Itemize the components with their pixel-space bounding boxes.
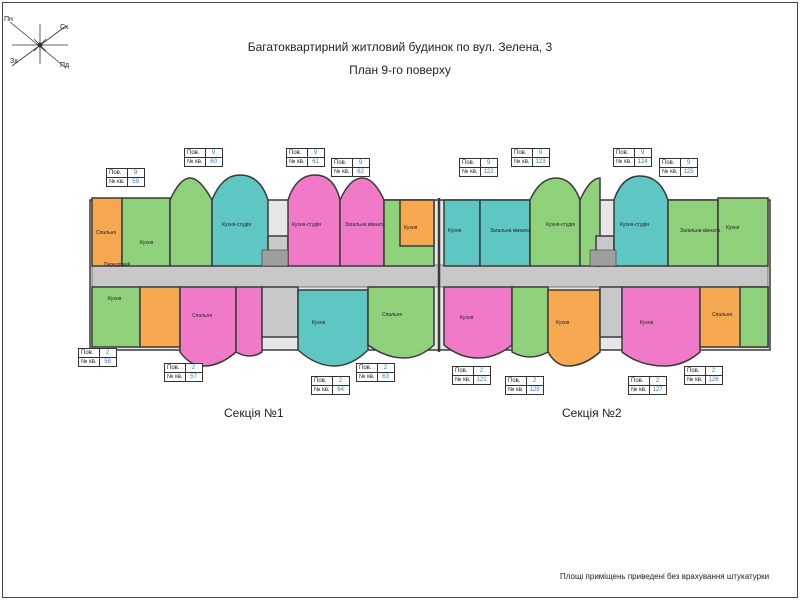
room-label: Кухня bbox=[448, 228, 462, 234]
room-label: Передпокій bbox=[104, 262, 131, 268]
apt-121 bbox=[443, 286, 513, 359]
apartment-tag: Пов.2 № кв.57 bbox=[164, 363, 203, 382]
room-label: Загальна кімната bbox=[490, 228, 530, 234]
room-label: Спальня bbox=[96, 230, 117, 236]
section-2-label: Секція №2 bbox=[562, 406, 622, 420]
apartment-tag: Пов.9 № кв.124 bbox=[613, 148, 652, 167]
room-label: Кухня bbox=[640, 320, 654, 326]
room-label: Кухня-студія bbox=[620, 222, 649, 228]
room-label: Загальна кімната bbox=[680, 228, 720, 234]
apartment-tag: Пов.9 № кв.123 bbox=[511, 148, 550, 167]
page-subtitle: План 9-го поверху bbox=[349, 63, 451, 77]
stair-2 bbox=[599, 286, 623, 338]
compass-east: Сх bbox=[60, 24, 69, 31]
room-label: Кухня bbox=[404, 225, 418, 231]
apt-63 bbox=[367, 286, 435, 359]
corridor bbox=[91, 264, 769, 288]
stair-core-1 bbox=[261, 249, 289, 267]
room-label: Кухня bbox=[140, 240, 154, 246]
apartment-tag: Пов.2 № кв.128 bbox=[505, 376, 544, 395]
compass-south: Пд bbox=[60, 62, 70, 69]
apt-125-living bbox=[667, 199, 719, 267]
stair-1 bbox=[261, 286, 299, 338]
apt-57 bbox=[179, 286, 237, 367]
room-label: Кухня bbox=[460, 315, 474, 321]
apt-61-studio bbox=[287, 174, 341, 267]
room-label: Кухня bbox=[108, 296, 122, 302]
apt-60-left bbox=[169, 177, 213, 267]
room-label: Кухня bbox=[312, 320, 326, 326]
apartment-tag: Пов.9 № кв.59 bbox=[106, 168, 145, 187]
apt-128 bbox=[547, 289, 601, 367]
room-label: Кухня-студія bbox=[222, 222, 251, 228]
apt-126-kitchen bbox=[739, 286, 769, 348]
apartment-tag: Пов.9 № кв.122 bbox=[459, 158, 498, 177]
room-label: Спальня bbox=[712, 312, 733, 318]
apt-60-studio bbox=[211, 174, 269, 267]
apartment-tag: Пов.9 № кв.125 bbox=[659, 158, 698, 177]
apt-124 bbox=[613, 175, 669, 267]
apartment-tag: Пов.9 № кв.60 bbox=[184, 148, 223, 167]
apt-64 bbox=[297, 289, 369, 367]
apartment-tag: Пов.2 № кв.64 bbox=[311, 376, 350, 395]
apt-122-living bbox=[479, 199, 531, 267]
room-label: Спальня bbox=[192, 313, 213, 319]
apt-62-kitchen bbox=[399, 199, 435, 247]
apartment-tag: Пов.2 № кв.58 bbox=[78, 348, 117, 367]
apt-58-living bbox=[139, 286, 181, 348]
apt-59-bedroom bbox=[91, 197, 123, 267]
apt-59-living bbox=[121, 197, 171, 267]
compass-star-icon bbox=[9, 21, 68, 69]
apt-127 bbox=[621, 286, 701, 367]
room-label: Кухня bbox=[726, 225, 740, 231]
section-1-label: Секція №1 bbox=[224, 406, 284, 420]
page-title: Багатоквартирний житловий будинок по вул… bbox=[247, 40, 553, 54]
apt-125-kitchen bbox=[717, 197, 769, 267]
room-label: Кухня bbox=[556, 320, 570, 326]
stair-core-2 bbox=[589, 249, 617, 267]
area-footnote: Площі приміщень приведені без врахування… bbox=[560, 572, 770, 581]
apt-121-b bbox=[511, 286, 549, 358]
apartment-tag: Пов.2 № кв.121 bbox=[452, 366, 491, 385]
apartment-tag: Пов.2 № кв.127 bbox=[628, 376, 667, 395]
compass-rose: Пн Сх Зх Пд bbox=[4, 16, 76, 74]
apartment-tag: Пов.9 № кв.62 bbox=[331, 158, 370, 177]
apartment-tag: Пов.9 № кв.61 bbox=[286, 148, 325, 167]
room-label: Спальня bbox=[382, 312, 403, 318]
apartment-tag: Пов.2 № кв.126 bbox=[684, 366, 723, 385]
apartment-tag: Пов.2 № кв.63 bbox=[356, 363, 395, 382]
room-label: Кухня-студія bbox=[292, 222, 321, 228]
room-label: Кухня-студія bbox=[546, 222, 575, 228]
room-label: Загальна кімната bbox=[345, 222, 385, 228]
apt-57-bath bbox=[235, 286, 263, 357]
compass-north: Пн bbox=[4, 16, 13, 23]
compass-west: Зх bbox=[10, 58, 18, 65]
